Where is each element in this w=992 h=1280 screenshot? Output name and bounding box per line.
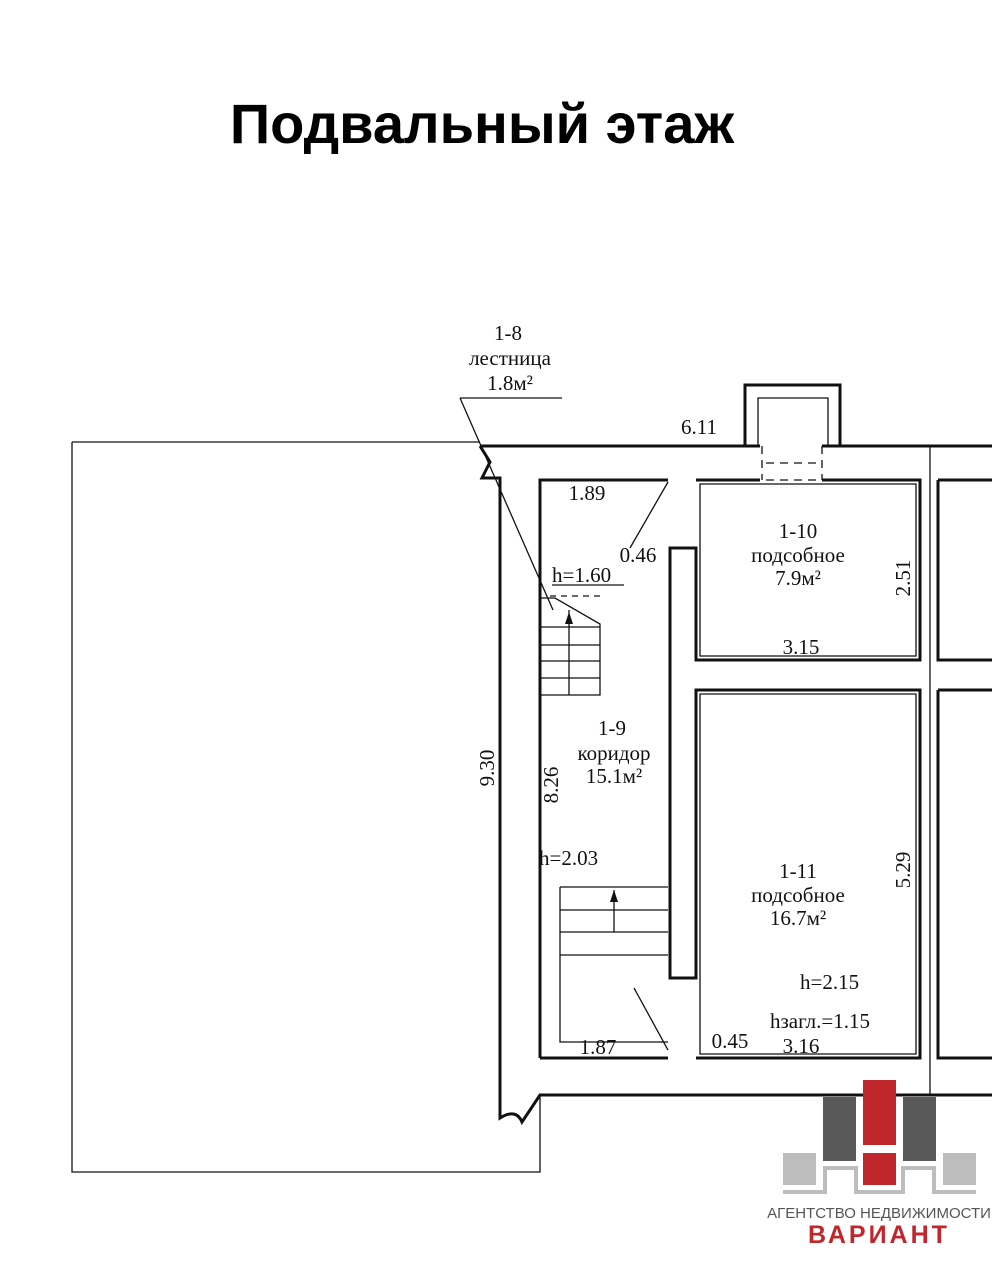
svg-text:1.8м²: 1.8м²: [487, 371, 533, 395]
svg-text:15.1м²: 15.1м²: [586, 764, 642, 788]
svg-text:6.11: 6.11: [681, 415, 717, 439]
svg-text:3.16: 3.16: [783, 1034, 820, 1058]
svg-text:0.45: 0.45: [712, 1029, 749, 1053]
svg-text:h=2.03: h=2.03: [539, 846, 598, 870]
adjacent-outline: [71, 441, 541, 1173]
dimension-labels: 6.11 9.30 8.26 1.89 1.87 0.46 0.45 3.15 …: [475, 415, 915, 1059]
agency-logo: АГЕНТСТВО НЕДВИЖИМОСТИ ВАРИАНТ: [767, 1080, 991, 1249]
room-1-10-label: 1-10 подсобное 7.9м²: [751, 519, 845, 590]
svg-text:0.46: 0.46: [620, 543, 657, 567]
svg-text:8.26: 8.26: [539, 767, 563, 804]
height-labels: h=1.60 h=2.03 h=2.15 hзагл.=1.15: [539, 563, 870, 1033]
svg-text:1-10: 1-10: [779, 519, 818, 543]
svg-text:1.87: 1.87: [580, 1035, 617, 1059]
walls: [459, 383, 992, 1126]
page-title: Подвальный этаж: [230, 92, 735, 155]
svg-text:2.51: 2.51: [891, 560, 915, 597]
svg-text:hзагл.=1.15: hзагл.=1.15: [770, 1009, 870, 1033]
svg-text:подсобное: подсобное: [751, 543, 845, 567]
svg-text:h=2.15: h=2.15: [800, 970, 859, 994]
svg-text:1-11: 1-11: [779, 859, 817, 883]
svg-text:9.30: 9.30: [475, 750, 499, 787]
room-1-8-label: 1-8 лестница 1.8м²: [469, 321, 552, 395]
svg-text:5.29: 5.29: [891, 852, 915, 889]
room-1-9-label: 1-9 коридор 15.1м²: [577, 716, 650, 788]
svg-text:h=1.60: h=1.60: [552, 563, 611, 587]
room-1-11-label: 1-11 подсобное 16.7м²: [751, 859, 845, 930]
svg-text:коридор: коридор: [577, 741, 650, 765]
logo-name: ВАРИАНТ: [808, 1221, 950, 1249]
logo-subtitle: АГЕНТСТВО НЕДВИЖИМОСТИ: [767, 1205, 991, 1222]
svg-text:1-8: 1-8: [494, 321, 522, 345]
svg-text:3.15: 3.15: [783, 635, 820, 659]
svg-text:7.9м²: 7.9м²: [775, 566, 821, 590]
svg-text:16.7м²: 16.7м²: [770, 906, 826, 930]
svg-text:1.89: 1.89: [569, 481, 606, 505]
svg-text:подсобное: подсобное: [751, 883, 845, 907]
svg-text:1-9: 1-9: [598, 716, 626, 740]
svg-text:лестница: лестница: [469, 346, 552, 370]
